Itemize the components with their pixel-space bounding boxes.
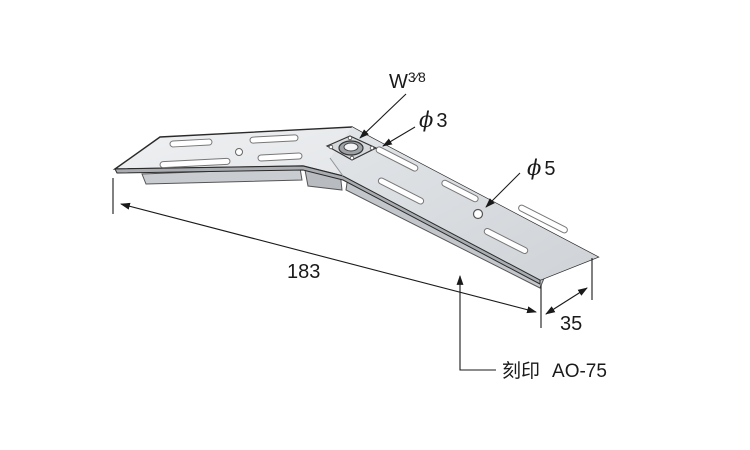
stamp-label: 刻印 AO-75 [502,360,607,382]
length-dimension: 183 [120,202,537,314]
stamp-code: AO-75 [552,361,607,382]
bolt-size-leader [359,93,407,139]
width-dimension-line [545,287,588,315]
hole-small-value: 3 [436,110,447,132]
stamp-callout: 刻印 AO-75 [456,275,607,382]
nut-boss [325,135,378,161]
hole-large-symbol: ϕ [527,156,541,180]
bolt-size-fraction: 3⁄8 [408,69,426,85]
extension-lines [112,178,593,328]
stamp-leader [456,275,496,371]
width-value: 35 [560,313,582,335]
hole-small-leader [382,126,416,147]
hole-large-leader [485,172,521,208]
stamp-label-text: 刻印 [502,360,540,382]
bolt-size-label: W3⁄8 [389,69,426,93]
hole-small-symbol: ϕ [419,108,433,132]
length-dimension-line [120,202,537,314]
bolt-size-callout: W3⁄8 [359,69,426,139]
bolt-size-letter: W [389,71,408,93]
hole-large-value: 5 [544,158,555,180]
width-dimension: 35 [545,287,588,335]
length-value: 183 [287,261,320,283]
